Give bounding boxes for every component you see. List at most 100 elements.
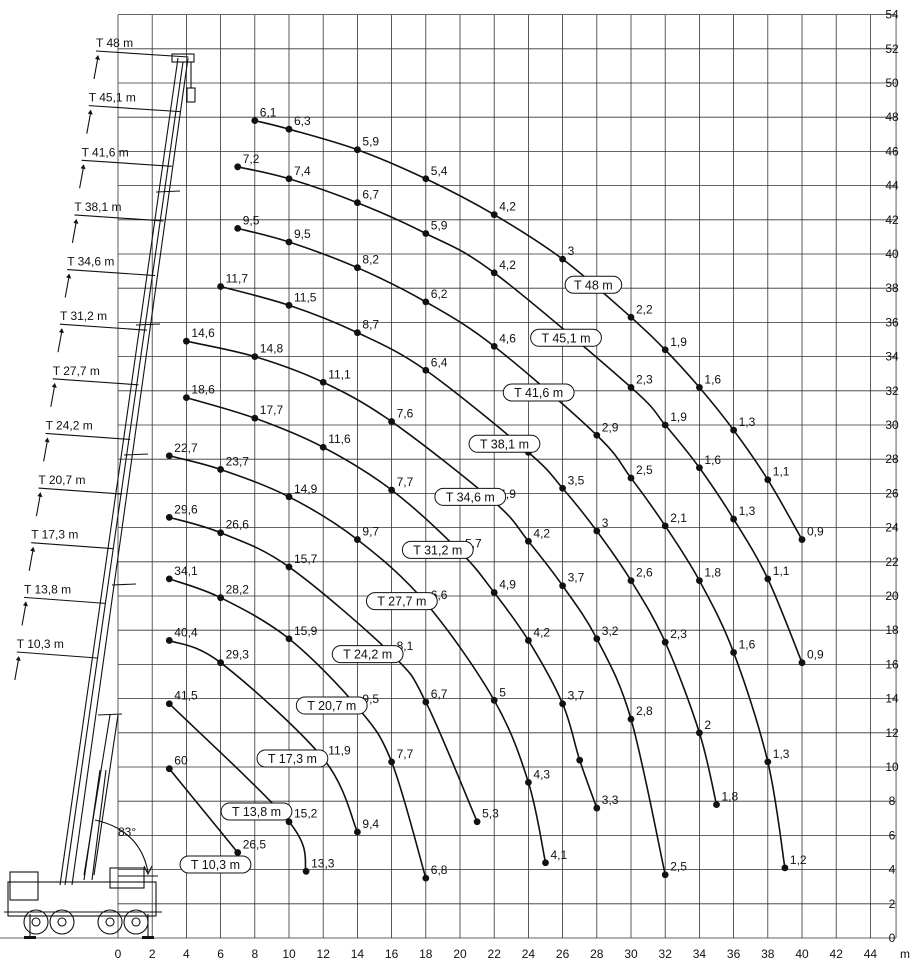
load-point — [217, 529, 225, 537]
y-tick-label: 26 — [885, 486, 899, 500]
curve-label-text: T 13,8 m — [232, 805, 281, 819]
boom-outline — [71, 57, 189, 886]
load-value-label: 1,9 — [670, 335, 687, 349]
load-value-label: 11,1 — [328, 367, 351, 381]
series-t-24-2-m: 29,626,615,78,16,75,3 — [165, 502, 499, 826]
curve-label-text: T 38,1 m — [480, 437, 529, 451]
load-point — [490, 269, 498, 277]
up-arrow-head-icon — [66, 273, 72, 279]
load-value-label: 3,5 — [568, 473, 585, 487]
load-point — [422, 698, 430, 706]
load-point — [422, 298, 430, 306]
x-tick-label: 40 — [795, 947, 809, 961]
load-value-label: 7,2 — [243, 152, 260, 166]
load-value-label: 11,5 — [294, 290, 317, 304]
load-point — [627, 715, 635, 723]
load-point — [285, 301, 293, 309]
y-tick-label: 22 — [885, 555, 899, 569]
curve-label-text: T 10,3 m — [191, 858, 240, 872]
load-curve — [168, 639, 359, 833]
y-tick-label: 38 — [885, 281, 899, 295]
boom-length-label: T 41,6 m — [82, 145, 129, 159]
wheel-icon — [97, 909, 123, 935]
outrigger-pad — [24, 936, 36, 939]
load-point — [165, 700, 173, 708]
load-value-label: 4,1 — [551, 848, 568, 862]
wheel-hub-icon — [105, 917, 115, 927]
load-value-label: 3,3 — [602, 793, 619, 807]
load-point — [165, 513, 173, 521]
load-value-label: 1,6 — [739, 637, 756, 651]
curve-labels: T 48 mT 45,1 mT 41,6 mT 38,1 mT 34,6 mT … — [179, 275, 623, 874]
load-value-label: 5,4 — [431, 164, 448, 178]
curve-label-text: T 48 m — [574, 278, 613, 292]
wheel-hub-icon — [31, 917, 41, 927]
load-point — [781, 864, 789, 872]
y-tick-label: 30 — [885, 418, 899, 432]
load-value-label: 4,2 — [533, 526, 550, 540]
boom-length-label: T 17,3 m — [31, 528, 78, 542]
x-tick-label: 10 — [282, 947, 296, 961]
up-arrow-icon — [64, 275, 70, 298]
load-point — [165, 452, 173, 460]
x-tick-label: 2 — [149, 947, 156, 961]
load-value-label: 29,3 — [226, 648, 250, 662]
load-point — [696, 464, 703, 472]
wheel-hub-icon — [131, 917, 141, 927]
boom-length-label: T 27,7 m — [53, 364, 100, 378]
y-tick-label: 34 — [885, 350, 899, 364]
load-point — [354, 536, 361, 543]
load-point — [490, 211, 498, 219]
load-value-label: 17,7 — [260, 403, 284, 417]
load-point — [302, 867, 310, 875]
load-curve — [169, 455, 547, 863]
load-point — [354, 329, 361, 337]
load-point — [217, 659, 225, 667]
load-value-label: 3,7 — [568, 689, 585, 703]
load-value-label: 7,6 — [397, 407, 414, 421]
boom-head — [171, 53, 195, 63]
y-tick-label: 10 — [885, 760, 899, 774]
load-point — [490, 589, 498, 596]
up-arrow-head-icon — [59, 328, 64, 334]
boom-label-leader — [74, 214, 164, 222]
load-value-label: 40,4 — [174, 625, 198, 639]
curve-label-text: T 41,6 m — [514, 386, 563, 400]
load-value-label: 1,1 — [773, 465, 790, 479]
load-value-label: 15,9 — [294, 624, 318, 638]
y-tick-label: 18 — [885, 623, 899, 637]
load-value-label: 2,9 — [602, 420, 619, 434]
chart-grid — [0, 14, 897, 939]
load-value-label: 18,6 — [191, 383, 215, 397]
curve-label-text: T 17,3 m — [268, 752, 317, 766]
load-value-label: 1,8 — [704, 566, 721, 580]
driver-cab — [9, 871, 39, 901]
curve-label-pill — [564, 275, 623, 294]
load-point — [422, 230, 430, 237]
load-value-label: 5,9 — [431, 218, 448, 232]
up-arrow-head-icon — [73, 218, 79, 224]
series-t-34-6-m: 14,614,811,17,64,94,23,73,22,82,5 — [183, 326, 687, 879]
load-value-label: 3 — [602, 516, 609, 530]
load-value-label: 2 — [704, 718, 711, 732]
series-t-31-2-m: 18,617,711,67,75,74,94,23,73,3 — [183, 383, 619, 812]
y-tick-label: 52 — [885, 42, 899, 56]
series-t-41-6-m: 9,59,58,26,24,62,92,52,11,81,61,31,2 — [234, 213, 807, 872]
load-point — [388, 758, 395, 766]
load-point — [798, 659, 806, 667]
load-point — [285, 818, 293, 826]
x-tick-label: 24 — [522, 947, 536, 961]
x-tick-label: 14 — [351, 947, 365, 961]
load-point — [559, 582, 566, 590]
y-tick-label: 24 — [885, 521, 899, 535]
up-arrow-icon — [21, 603, 27, 626]
y-tick-label: 40 — [885, 247, 899, 261]
curve-label-text: T 24,2 m — [343, 648, 392, 662]
y-axis: 0246810121416182022242628303234363840424… — [885, 8, 899, 945]
y-tick-label: 42 — [885, 213, 899, 227]
x-tick-label: 44 — [864, 947, 878, 961]
up-arrow-icon — [50, 384, 56, 407]
load-value-label: 6,3 — [294, 114, 311, 128]
load-point — [285, 125, 293, 133]
